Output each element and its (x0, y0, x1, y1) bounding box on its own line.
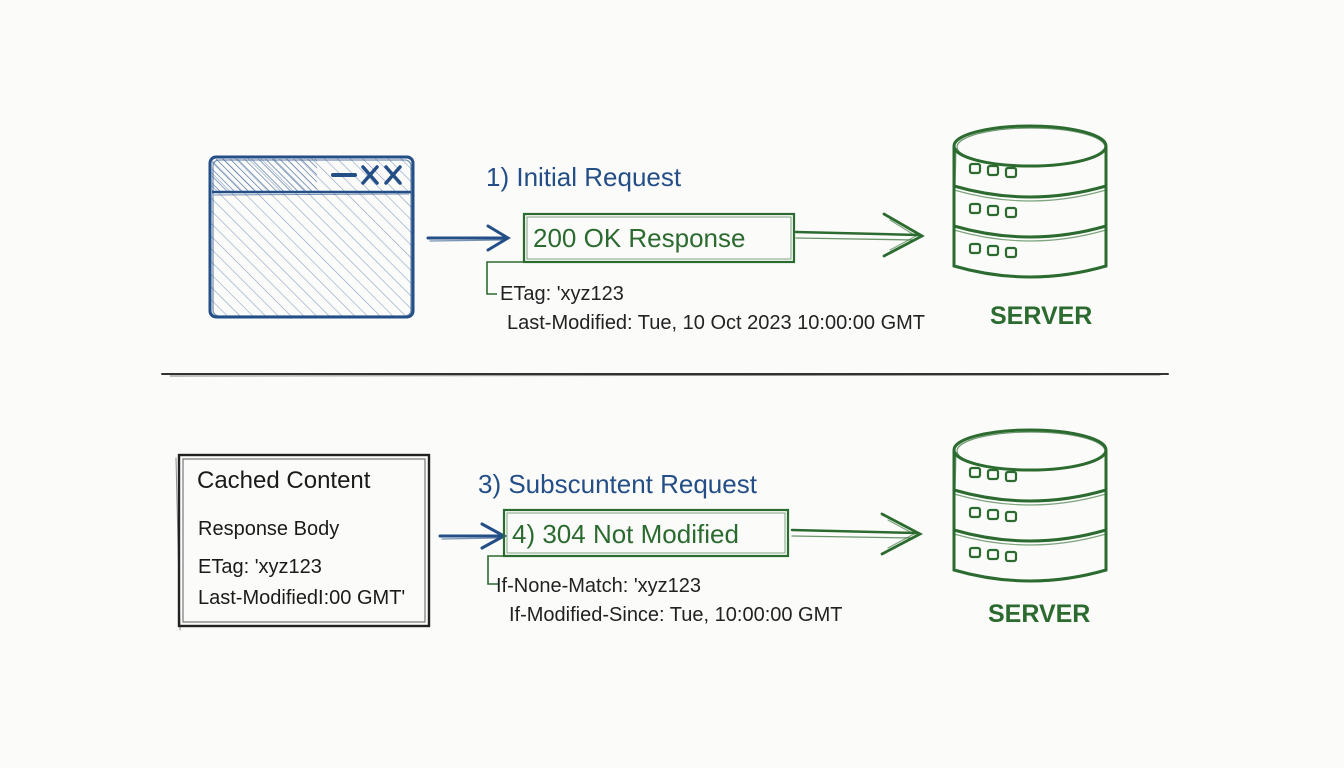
request-arrow (438, 522, 508, 550)
initial-request-title: 1) Initial Request (486, 162, 682, 192)
response-box (522, 212, 796, 264)
cache-response-body: Response Body (198, 518, 340, 540)
response-box (502, 508, 790, 558)
request-arrow (426, 224, 511, 252)
subsequent-request-title: 3) Subscuntent Request (478, 469, 757, 499)
response-arrow (794, 212, 925, 258)
cache-etag: ETag: 'xyz123 (198, 556, 322, 578)
if-modified-since-header: If-Modified-Since: Tue, 10:00:00 GMT (509, 604, 843, 626)
response-200-label: 200 OK Response (533, 223, 746, 253)
response-arrow (790, 512, 924, 556)
cached-content-box (175, 453, 431, 631)
close-icon (361, 165, 402, 185)
section-divider (161, 373, 1169, 377)
cache-last-modified: Last-ModifiedI:00 GMT' (198, 587, 406, 609)
etag-header: ETag: 'xyz123 (500, 283, 624, 305)
last-modified-header: Last-Modified: Tue, 10 Oct 2023 10:00:00… (507, 312, 926, 334)
browser-window-icon (208, 155, 415, 319)
server-label: SERVER (990, 302, 1093, 330)
server-stack-icon (952, 428, 1108, 583)
if-none-match-header: If-None-Match: 'xyz123 (496, 575, 702, 597)
server-stack-icon (952, 124, 1108, 279)
server-label: SERVER (988, 600, 1091, 628)
cached-content-title: Cached Content (197, 467, 371, 494)
response-304-label: 4) 304 Not Modified (512, 519, 739, 549)
